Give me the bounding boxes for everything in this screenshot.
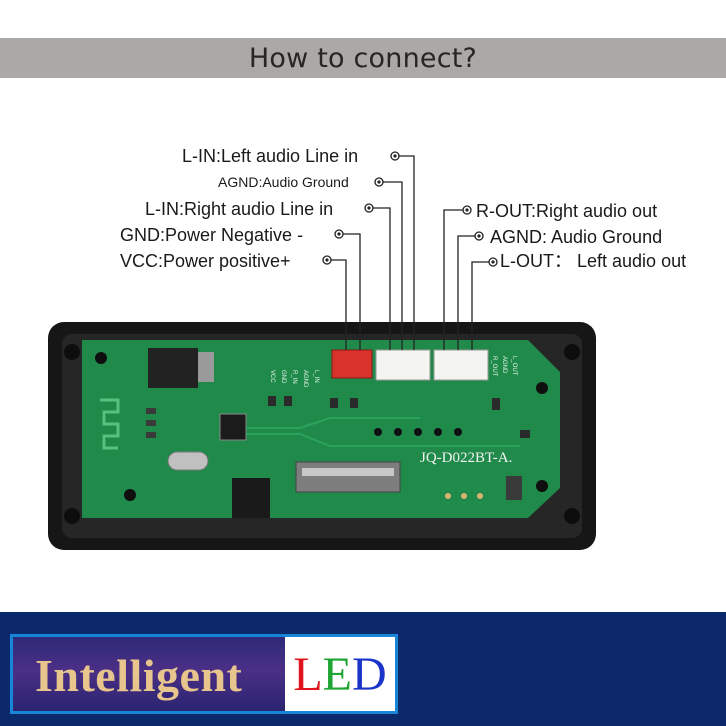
label-lin-left: L-IN:Left audio Line in (182, 146, 359, 166)
brand-led-e: E (322, 647, 352, 701)
smd-part (146, 408, 156, 414)
label-agnd-out: AGND: Audio Ground (490, 227, 663, 247)
board-model-label: JQ-D022BT-A. (420, 450, 512, 466)
pcb-trace (246, 417, 420, 429)
brand-led-l: L (293, 647, 323, 701)
smd-part (350, 398, 358, 408)
crystal (167, 451, 209, 471)
solder-pad (477, 493, 483, 499)
silk-label: VCC (269, 370, 275, 383)
silk-label: AGND (302, 370, 308, 388)
silk-label: L_IN (313, 370, 319, 383)
pcb-hole (536, 382, 548, 394)
enclosure-screw-hole (64, 344, 80, 360)
silk-label: R_OUT (491, 356, 497, 377)
label-gnd: GND:Power Negative - (120, 225, 304, 245)
line-in-connector (375, 349, 431, 381)
label-lout: L-OUT： Left audio out (500, 251, 687, 271)
sd-card-slot (295, 461, 401, 493)
via (434, 428, 442, 436)
brand-led-d: D (351, 647, 387, 701)
regulator-tab (198, 352, 214, 382)
leader-markers (322, 151, 498, 267)
solder-pad (461, 493, 467, 499)
page-title: How to connect? (248, 42, 478, 74)
pcb (82, 340, 560, 518)
pcb-trace (246, 433, 520, 447)
label-agnd-in: AGND:Audio Ground (218, 174, 349, 190)
silkscreen-labels: VCC GND R_IN AGND L_IN R_OUT AGND L_OUT (269, 356, 517, 388)
smd-part (268, 396, 276, 406)
via (394, 428, 402, 436)
pushbutton (232, 478, 270, 518)
via (374, 428, 382, 436)
smd-part (146, 432, 156, 438)
silk-label: R_IN (291, 370, 297, 384)
bt-chip (219, 413, 247, 441)
solder-pad (445, 493, 451, 499)
brand-word-panel: Intelligent (13, 637, 285, 711)
enclosure-screw-hole (564, 344, 580, 360)
silk-label: L_OUT (511, 356, 517, 376)
enclosure-screw-hole (564, 508, 580, 524)
leader-marker-dots (325, 154, 495, 264)
enclosure-screw-hole (64, 508, 80, 524)
smd-part (506, 476, 522, 500)
brand-word: Intelligent (35, 650, 243, 701)
voltage-regulator (148, 348, 198, 388)
smd-part (520, 430, 530, 438)
label-rout: R-OUT:Right audio out (476, 201, 658, 221)
title-bar: How to connect? (0, 38, 726, 78)
smd-part (330, 398, 338, 408)
leader-lines-right (443, 209, 490, 350)
silk-label: AGND (501, 356, 507, 374)
label-lin-right: L-IN:Right audio Line in (145, 199, 334, 219)
leader-lines-left (330, 155, 415, 350)
pcb-hole (124, 489, 136, 501)
label-vcc: VCC:Power positive+ (120, 251, 291, 271)
sd-card-contacts (302, 468, 394, 476)
smd-part (492, 398, 500, 410)
smd-part (146, 420, 156, 426)
antenna-trace (100, 398, 120, 450)
pcb-hole (95, 352, 107, 364)
via (454, 428, 462, 436)
silk-label: GND (280, 370, 286, 384)
power-connector (331, 349, 373, 379)
via (414, 428, 422, 436)
pcb-hole (536, 480, 548, 492)
line-out-connector (433, 349, 489, 381)
smd-part (284, 396, 292, 406)
